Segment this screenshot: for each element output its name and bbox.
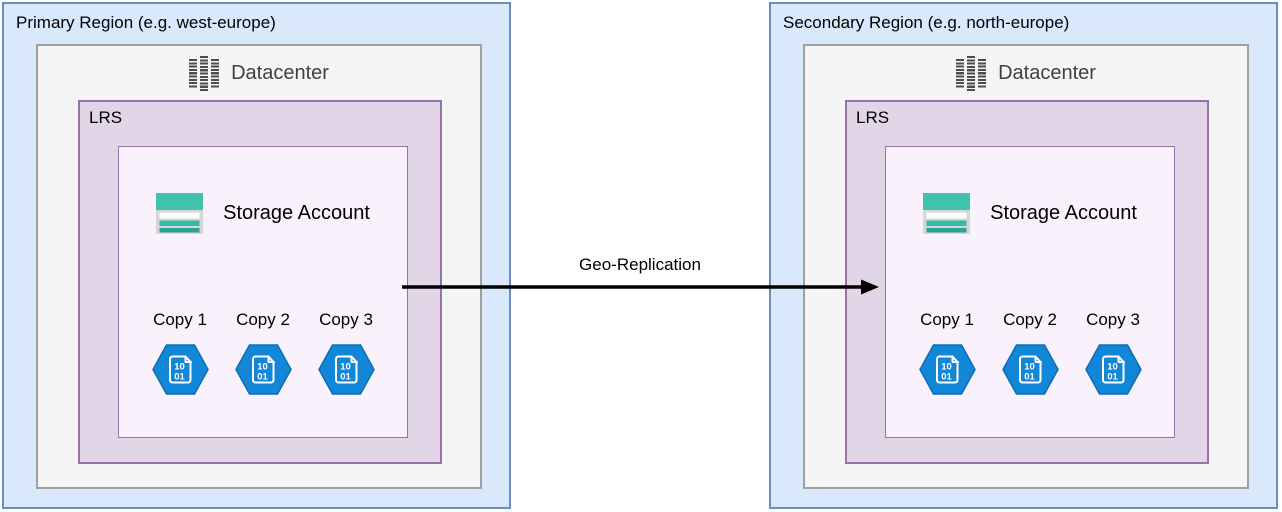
binary-file-icon: [235, 344, 292, 395]
copy-label: Copy 2: [236, 310, 290, 329]
lrs-label: LRS: [89, 108, 123, 127]
primary-lrs-box: LRS Storage Account Copy 1 Copy 2: [78, 100, 442, 464]
storage-account-header: Storage Account: [119, 193, 407, 234]
secondary-lrs-box: LRS Storage Account Copy 1 Copy 2: [845, 100, 1209, 464]
datacenter-header: Datacenter: [805, 55, 1247, 91]
copy-item: Copy 2: [999, 310, 1061, 395]
binary-file-icon: [919, 344, 976, 395]
binary-file-icon: [1085, 344, 1142, 395]
datacenter-label: Datacenter: [998, 61, 1096, 84]
server-rack-icon: [189, 55, 220, 91]
datacenter-header: Datacenter: [38, 55, 480, 91]
copy-item: Copy 1: [149, 310, 211, 395]
copy-item: Copy 3: [1082, 310, 1144, 395]
datacenter-label: Datacenter: [231, 61, 329, 84]
copy-item: Copy 3: [315, 310, 377, 395]
storage-account-icon: [923, 193, 970, 234]
secondary-storage-account-box: Storage Account Copy 1 Copy 2 Copy 3: [885, 146, 1175, 438]
copies-row: Copy 1 Copy 2 Copy 3: [886, 310, 1174, 395]
copy-label: Copy 3: [1086, 310, 1140, 329]
binary-file-icon: [1002, 344, 1059, 395]
binary-file-icon: [318, 344, 375, 395]
copies-row: Copy 1 Copy 2 Copy 3: [119, 310, 407, 395]
storage-account-label: Storage Account: [223, 202, 370, 224]
secondary-datacenter-box: Datacenter LRS Storage Account Copy 1: [803, 44, 1249, 489]
copy-item: Copy 1: [916, 310, 978, 395]
storage-account-header: Storage Account: [886, 193, 1174, 234]
secondary-region-title: Secondary Region (e.g. north-europe): [783, 13, 1070, 32]
storage-account-label: Storage Account: [990, 202, 1137, 224]
binary-file-icon: [152, 344, 209, 395]
lrs-label: LRS: [856, 108, 890, 127]
primary-datacenter-box: Datacenter LRS Storage Account Copy 1: [36, 44, 482, 489]
geo-replication-arrow: [402, 279, 879, 295]
copy-item: Copy 2: [232, 310, 294, 395]
copy-label: Copy 1: [920, 310, 974, 329]
server-rack-icon: [956, 55, 987, 91]
copy-label: Copy 1: [153, 310, 207, 329]
secondary-region-box: Secondary Region (e.g. north-europe) Dat…: [769, 2, 1278, 509]
storage-account-icon: [156, 193, 203, 234]
copy-label: Copy 3: [319, 310, 373, 329]
geo-replication-label: Geo-Replication: [579, 255, 701, 274]
primary-storage-account-box: Storage Account Copy 1 Copy 2 Copy 3: [118, 146, 408, 438]
copy-label: Copy 2: [1003, 310, 1057, 329]
primary-region-box: Primary Region (e.g. west-europe) Datace…: [2, 2, 511, 509]
primary-region-title: Primary Region (e.g. west-europe): [16, 13, 276, 32]
